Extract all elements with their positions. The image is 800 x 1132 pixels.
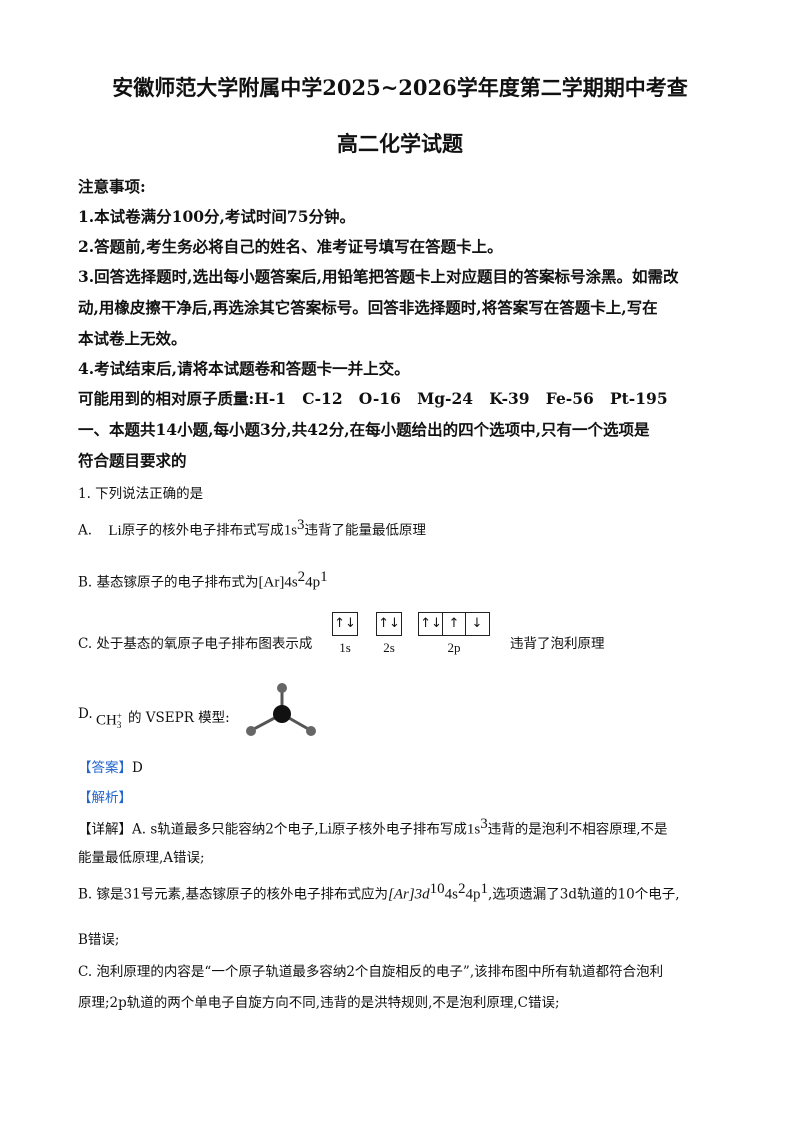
answer-value: D xyxy=(132,760,143,776)
option-a-config: 1s xyxy=(283,522,298,539)
atom-c-center xyxy=(273,705,291,723)
option-b-config: [Ar]4s xyxy=(258,574,298,591)
atom-h-top xyxy=(277,683,287,693)
notice-item-3-line-2: 动,用橡皮擦干净后,再选涂其它答案标号。回答非选择题时,将答案写在答题卡上,写在 xyxy=(78,298,658,317)
option-b-sup-1: 2 xyxy=(297,569,306,585)
option-b: B. 基态镓原子的电子排布式为[Ar]4s24p1 xyxy=(78,564,328,596)
orbital-2p-3: ↓ xyxy=(471,616,483,631)
orbital-box-2p: ↑↓↑↓ xyxy=(418,612,490,636)
section-1-line-1: 一、本题共14小题,每小题3分,共42分,在每小题给出的四个选项中,只有一个选项… xyxy=(78,420,650,439)
option-a-text-1: 原子的核外电子排布式写成 xyxy=(121,522,284,539)
orbital-label-1s: 1s xyxy=(339,640,351,655)
option-c-text-2: 违背了泡利原理 xyxy=(510,636,605,652)
option-a-li: Li xyxy=(108,522,122,539)
option-a-sup: 3 xyxy=(297,517,305,533)
vsepr-trigonal-planar-model xyxy=(246,683,316,736)
option-d-sup: + xyxy=(116,711,122,721)
explain-b-line-2: B错误; xyxy=(78,932,120,948)
orbital-label-2p: 2p xyxy=(447,640,461,655)
option-b-text: B. 基态镓原子的电子排布式为 xyxy=(78,574,259,591)
option-a-label: A. xyxy=(78,522,93,539)
notice-item-3-line-1: 3.回答选择题时,选出每小题答案后,用铅笔把答题卡上对应题目的答案标号涂黑。如需… xyxy=(78,267,679,286)
analysis-tag: 【解析】 xyxy=(78,790,132,806)
orbital-2p-1: ↑↓ xyxy=(420,613,443,635)
atomic-mass-line: 可能用到的相对原子质量:H-1 C-12 O-16 Mg-24 K-39 Fe-… xyxy=(78,389,668,408)
exam-subtitle: 高二化学试题 xyxy=(337,131,463,156)
explain-c-line-1: C. 泡利原理的内容是“一个原子轨道最多容纳2个自旋相反的电子”,该排布图中所有… xyxy=(78,964,664,980)
notice-item-2: 2.答题前,考生务必将自己的姓名、准考证号填写在答题卡上。 xyxy=(78,237,503,256)
notice-heading: 注意事项: xyxy=(78,177,146,196)
atom-h-left xyxy=(246,726,256,736)
option-d-text: 的 VSEPR 模型: xyxy=(128,710,230,726)
option-c-text-1: C. 处于基态的氧原子电子排布图表示成 xyxy=(78,636,313,652)
option-d-formula: CH+3 xyxy=(96,711,122,730)
option-b-sup-2: 1 xyxy=(320,569,328,585)
option-a-text-2: 违背了能量最低原理 xyxy=(304,522,427,539)
explain-a-line-1: 【详解】A. s轨道最多只能容纳2个电子,Li原子核外电子排布写成1s3违背的是… xyxy=(78,816,668,838)
explain-a-line-2: 能量最低原理,A错误; xyxy=(78,850,205,866)
orbital-box-1s: ↑↓ xyxy=(332,612,358,636)
explain-c-line-2: 原理;2p轨道的两个单电子自旋方向不同,违背的是洪特规则,不是泡利原理,C错误; xyxy=(78,995,560,1011)
explain-b-line-1: B. 镓是31号元素,基态镓原子的核外电子排布式应为[Ar]3d104s24p1… xyxy=(78,881,680,903)
answer-tag: 【答案】 xyxy=(78,760,132,776)
option-a: A. Li原子的核外电子排布式写成1s3违背了能量最低原理 xyxy=(78,512,426,544)
notice-item-4: 4.考试结束后,请将本试题卷和答题卡一并上交。 xyxy=(78,359,410,378)
option-d-sub: 3 xyxy=(116,720,122,730)
orbital-2p-2: ↑ xyxy=(443,613,466,635)
question-1-stem: 1. 下列说法正确的是 xyxy=(78,486,204,502)
answer-line: 【答案】D xyxy=(78,756,143,776)
orbital-box-2s: ↑↓ xyxy=(376,612,402,636)
option-b-config-2: 4p xyxy=(305,574,321,591)
atom-h-right xyxy=(306,726,316,736)
section-1-line-2: 符合题目要求的 xyxy=(78,451,187,470)
notice-item-3-line-3: 本试卷上无效。 xyxy=(78,329,187,348)
notice-item-1: 1.本试卷满分100分,考试时间75分钟。 xyxy=(78,207,356,226)
option-d-label: D. xyxy=(78,706,93,722)
orbital-label-2s: 2s xyxy=(383,640,395,655)
exam-title: 安徽师范大学附属中学2025~2026学年度第二学期期中考查 xyxy=(112,75,688,100)
